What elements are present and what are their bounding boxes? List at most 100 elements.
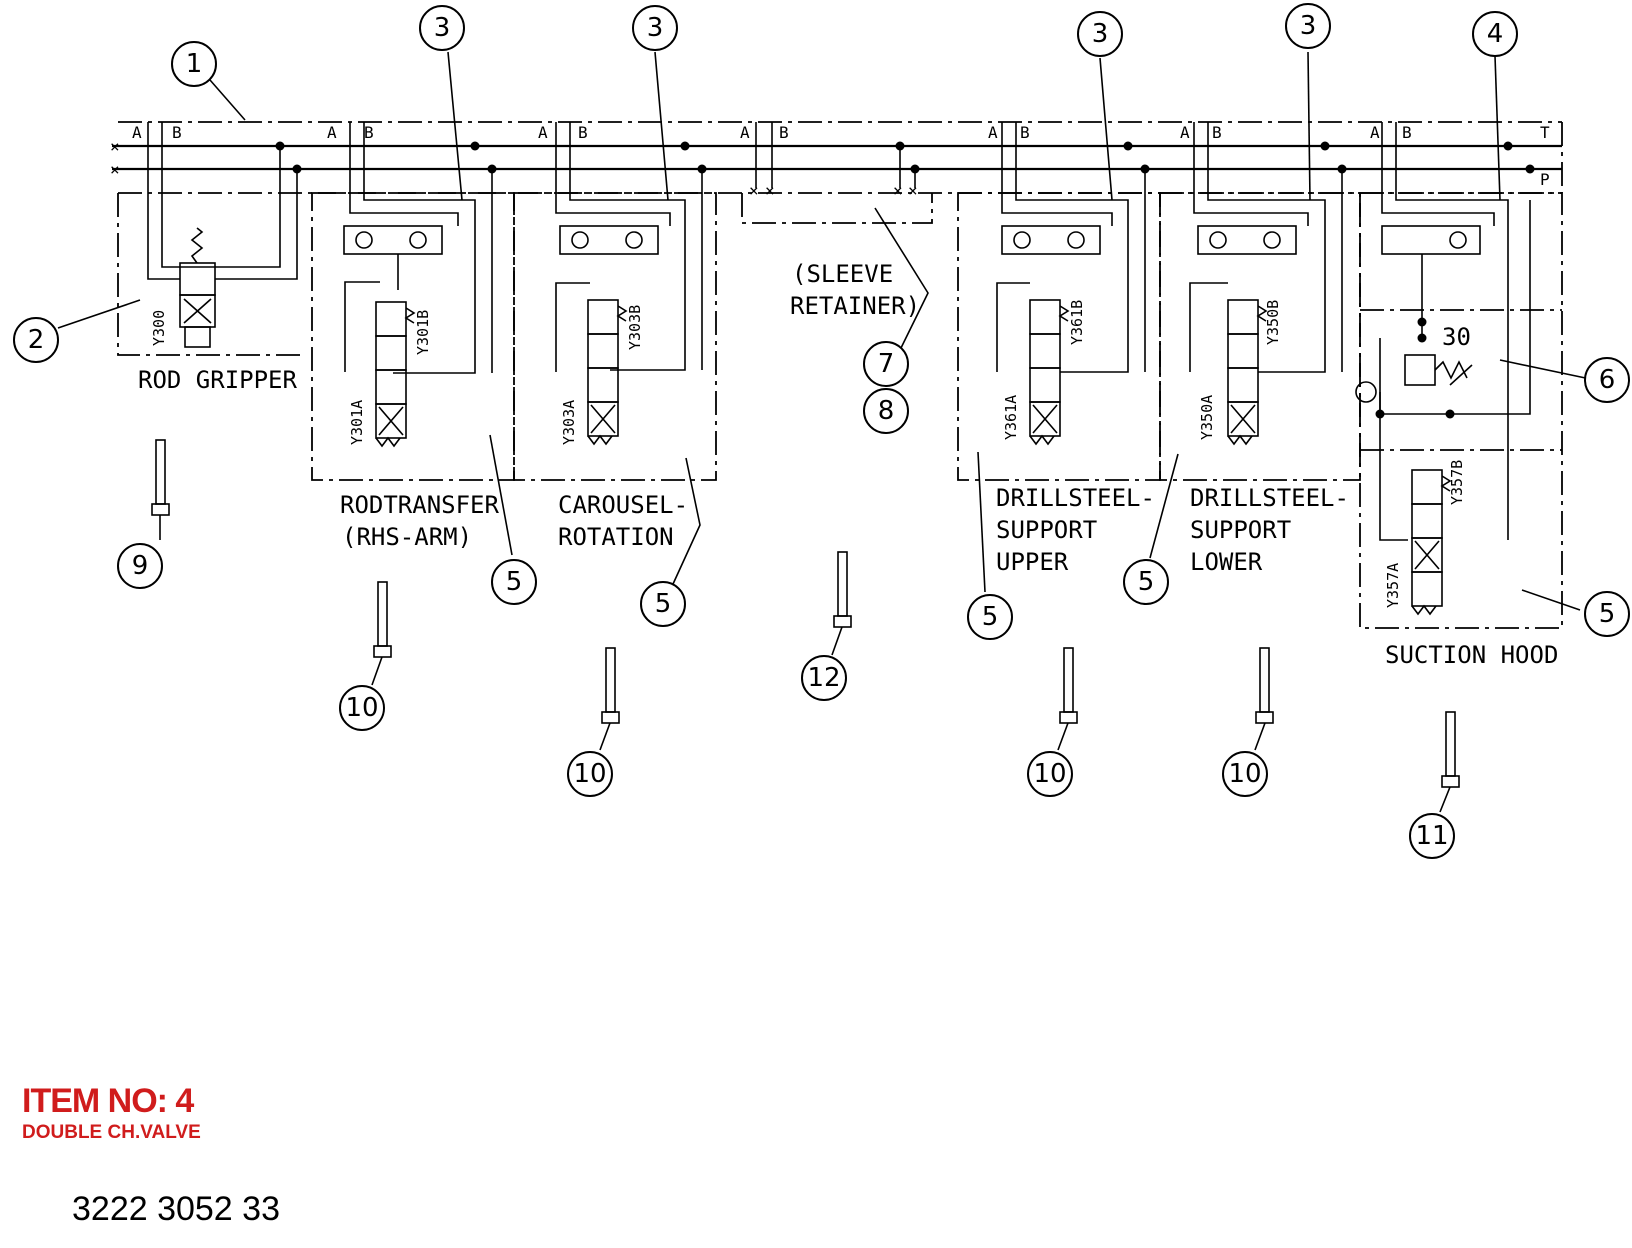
port-a-label: A (1370, 123, 1380, 142)
svg-text:×: × (893, 181, 903, 200)
port-t-label: T (1540, 123, 1550, 142)
rod-gripper-section: Y300 (117, 122, 305, 356)
svg-text:3: 3 (1092, 19, 1109, 49)
callout-7: 7 (863, 341, 909, 387)
section-labels: ROD GRIPPER RODTRANSFER (RHS-ARM) CAROUS… (138, 260, 1558, 669)
svg-text:3: 3 (647, 13, 664, 43)
ds-upper-label-line3: UPPER (996, 548, 1069, 576)
callout-3: 3 (419, 5, 465, 51)
leader-lines (57, 51, 1596, 813)
port-a-label: A (1180, 123, 1190, 142)
rodtransfer-section: Y301A Y301B (311, 122, 515, 481)
solenoid-y301a: Y301A (348, 400, 366, 445)
sleeve-retainer-section: × × × × (741, 122, 933, 224)
part-number: 3222 3052 33 (72, 1190, 280, 1228)
ds-lower-label-line1: DRILLSTEEL- (1190, 484, 1349, 512)
solenoid-y350a: Y350A (1198, 395, 1216, 440)
svg-text:12: 12 (807, 663, 840, 693)
svg-text:5: 5 (655, 589, 672, 619)
solenoid-y361a: Y361A (1002, 395, 1020, 440)
callout-1: 1 (171, 41, 217, 87)
ds-lower-label-line3: LOWER (1190, 548, 1263, 576)
port-b-label: B (364, 123, 374, 142)
sleeve-label-line2: RETAINER) (790, 292, 920, 320)
solenoid-y303b: Y303B (626, 305, 644, 350)
callout-9: 9 (117, 543, 163, 589)
svg-text:3: 3 (434, 13, 451, 43)
callout-8: 8 (863, 388, 909, 434)
callout-3: 3 (1077, 11, 1123, 57)
callout-3: 3 (632, 5, 678, 51)
callout-3: 3 (1285, 3, 1331, 49)
solenoid-y357a: Y357A (1384, 563, 1402, 608)
svg-text:×: × (110, 160, 120, 179)
svg-text:×: × (749, 181, 759, 200)
svg-text:9: 9 (132, 551, 149, 581)
solenoid-y301b: Y301B (414, 310, 432, 355)
svg-text:3: 3 (1300, 11, 1317, 41)
svg-text:4: 4 (1487, 19, 1504, 49)
svg-text:5: 5 (506, 567, 523, 597)
solenoid-y350b: Y350B (1264, 300, 1282, 345)
main-lines: × × (110, 137, 1562, 179)
callout-11: 11 (1409, 813, 1455, 859)
port-b-label: B (779, 123, 789, 142)
callout-10: 10 (1222, 751, 1268, 797)
svg-text:10: 10 (573, 759, 606, 789)
port-b-label: B (1212, 123, 1222, 142)
port-b-label: B (578, 123, 588, 142)
svg-text:×: × (110, 137, 120, 156)
svg-text:6: 6 (1599, 365, 1616, 395)
callout-5: 5 (491, 559, 537, 605)
svg-text:×: × (765, 181, 775, 200)
callout-6: 6 (1584, 357, 1630, 403)
ds-lower-section: Y350A Y350B (1159, 122, 1361, 481)
callout-10: 10 (1027, 751, 1073, 797)
callout-12: 12 (801, 655, 847, 701)
suction-hood-label: SUCTION HOOD (1385, 641, 1558, 669)
rodtransfer-label-line2: (RHS-ARM) (342, 523, 472, 551)
callout-5: 5 (967, 594, 1013, 640)
callout-5: 5 (1584, 591, 1630, 637)
svg-text:8: 8 (878, 396, 895, 426)
svg-text:11: 11 (1415, 821, 1448, 851)
svg-text:5: 5 (1599, 599, 1616, 629)
rod-gripper-label: ROD GRIPPER (138, 366, 297, 394)
svg-text:5: 5 (1138, 567, 1155, 597)
solenoid-y357b: Y357B (1448, 460, 1466, 505)
suction-hood-section: 30 Y357A Y357B (1355, 122, 1563, 629)
pressure-setting: 30 (1442, 323, 1471, 351)
callout-10: 10 (339, 685, 385, 731)
port-a-label: A (132, 123, 142, 142)
carousel-section: Y303A Y303B (513, 122, 717, 481)
svg-text:2: 2 (28, 325, 45, 355)
ds-lower-label-line2: SUPPORT (1190, 516, 1291, 544)
port-a-label: A (538, 123, 548, 142)
item-name: DOUBLE CH.VALVE (22, 1122, 201, 1143)
port-p-label: P (1540, 170, 1550, 189)
port-b-label: B (1020, 123, 1030, 142)
port-a-label: A (988, 123, 998, 142)
svg-text:10: 10 (1228, 759, 1261, 789)
port-a-label: A (740, 123, 750, 142)
svg-text:1: 1 (186, 49, 203, 79)
callout-2: 2 (13, 317, 59, 363)
callout-4: 4 (1472, 11, 1518, 57)
svg-text:7: 7 (878, 349, 895, 379)
ds-upper-label-line2: SUPPORT (996, 516, 1097, 544)
callout-5: 5 (640, 581, 686, 627)
svg-text:5: 5 (982, 602, 999, 632)
svg-text:10: 10 (1033, 759, 1066, 789)
port-labels: A B A B A B A B A B A B A B T P (132, 123, 1550, 189)
callout-bubbles: 1 2 3 3 3 3 4 6 7 8 9 5 5 5 5 5 10 10 12… (13, 3, 1630, 859)
carousel-label-line2: ROTATION (558, 523, 674, 551)
solenoid-y300: Y300 (150, 310, 168, 346)
port-b-label: B (1402, 123, 1412, 142)
solenoid-y303a: Y303A (560, 400, 578, 445)
svg-text:10: 10 (345, 693, 378, 723)
port-a-label: A (327, 123, 337, 142)
callout-5: 5 (1123, 559, 1169, 605)
port-b-label: B (172, 123, 182, 142)
carousel-label-line1: CAROUSEL- (558, 491, 688, 519)
